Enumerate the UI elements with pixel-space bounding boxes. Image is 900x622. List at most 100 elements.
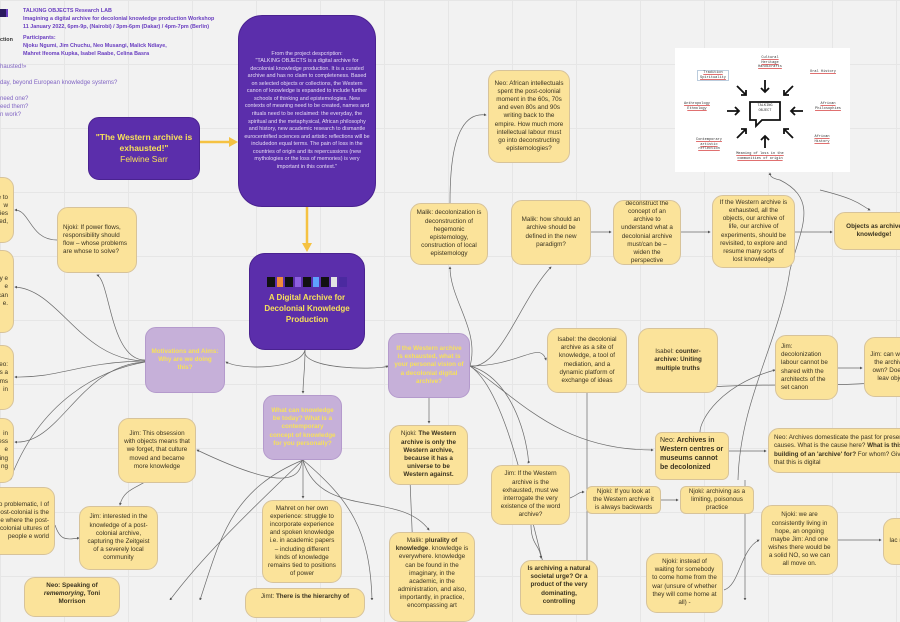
note-jim-labour[interactable]: Jim: decolonization labour cannot be sha… <box>775 335 838 400</box>
topic-motivations[interactable]: Motivations and Aims: Why are we doing t… <box>145 327 225 393</box>
note-objects-archive[interactable]: Objects as archive knowledge! <box>834 212 900 250</box>
topic-knowledge[interactable]: What can knowledge be today? What is a c… <box>263 395 342 460</box>
note-text: Njoki: If you look at the Western archiv… <box>593 487 654 512</box>
project-description-node[interactable]: From the project despcription: "TALKING … <box>238 15 376 207</box>
note-partial[interactable]: Neo: as a ms in <box>0 345 14 410</box>
note-text: Njoki: we are consistently living in hop… <box>768 511 831 568</box>
side-text: day, beyond European knowledge systems? <box>0 80 118 86</box>
note-text: Neo: <box>660 437 677 444</box>
note-text: The Western archive is only the Western … <box>401 430 457 479</box>
speech-bubble-arrows-icon <box>727 80 803 148</box>
topic-label: What can knowledge be today? What is a c… <box>269 407 336 447</box>
sketch-label: Tradition Spirituality <box>697 70 729 82</box>
note-text: Jim: decolonization labour cannot be sha… <box>781 342 828 391</box>
note-neo-centres[interactable]: Neo: Archives in Western centres or muse… <box>655 432 729 480</box>
sketch-label: Anthropology Ethnology <box>684 102 710 111</box>
note-njoki-waiting[interactable]: Njoki: instead of waiting for somebody t… <box>646 553 723 613</box>
note-if-exhausted[interactable]: If the Western archive is exhausted, all… <box>712 195 795 268</box>
description-text: "TALKING OBJECTS is a digital archive fo… <box>244 58 370 170</box>
note-jim-can-we[interactable]: Jim: can we from the archive an own? Doe… <box>864 337 900 397</box>
side-text: hausted!» <box>0 64 27 70</box>
note-text: Isabel: the decolonial archive as a site… <box>557 335 617 384</box>
note-njoki-western-only[interactable]: Njoki: The Western archive is only the W… <box>389 425 468 485</box>
note-partial[interactable]: in ess e king ng <box>0 418 14 483</box>
sketch-center-label: TALKING OBJECT <box>757 104 773 113</box>
sketch-label: Oral History <box>810 70 836 74</box>
note-text: Jim: This obsession with objects means t… <box>124 430 190 470</box>
note-njoki-power[interactable]: Njoki: If power flows, responsibility sh… <box>57 207 137 273</box>
note-text: Neo: Archives domesticate the past for p… <box>774 434 900 450</box>
note-text: Jim: interested in the knowledge of a po… <box>87 513 150 562</box>
note-partial[interactable]: s so problematic, I of post-colonial is … <box>0 487 55 555</box>
note-malik-plurality[interactable]: Malik: plurality of knowledge. knowledge… <box>389 532 475 622</box>
quote-node[interactable]: "The Western archive is exhausted!" Felw… <box>88 117 200 180</box>
note-isabel-site[interactable]: Isabel: the decolonial archive as a site… <box>547 328 627 393</box>
topic-vision[interactable]: If the Western archive is exhausted, wha… <box>388 333 470 398</box>
note-malik-decolonization[interactable]: Malik: decolonization is deconstruction … <box>410 203 488 265</box>
note-partial[interactable]: n y e e can e. <box>0 250 14 333</box>
sketch-label: Cultural Heritage Handicrafts <box>758 56 782 70</box>
note-text: Neo: as a ms in <box>0 361 8 393</box>
note-mahret[interactable]: Mahret on her own experience: struggle t… <box>262 500 342 583</box>
topic-label: Motivations and Aims: Why are we doing t… <box>151 347 219 372</box>
note-text: Jim: can we from the archive an own? Doe… <box>870 350 900 383</box>
side-text: eed them? <box>0 104 29 110</box>
note-is-archiving[interactable]: Is archiving a natural societal urge? Or… <box>520 560 598 615</box>
participants-line-1: Njoku Ngumi, Jim Chuchu, Neo Musangi, Ma… <box>23 42 167 49</box>
note-text: Jimt: <box>260 593 276 600</box>
note-text: Objects as archive knowledge! <box>846 222 900 238</box>
note-text: Malik: decolonization is deconstruction … <box>416 209 482 258</box>
sketch-label: African Philosophies <box>815 102 841 111</box>
note-text: Malik: how should an archive should be d… <box>521 216 581 248</box>
main-title-node[interactable]: A Digital Archive for Decolonial Knowled… <box>249 253 365 350</box>
note-jim-interrogate[interactable]: Jim: If the Western archive is the exhau… <box>491 465 570 525</box>
participants-line-2: Mahret Ifeoma Kupka, Isabel Raabe, Celin… <box>23 50 150 57</box>
sketch-label: Meaning of loss in the communities of or… <box>736 152 784 161</box>
participants: Participants: Njoku Ngumi, Jim Chuchu, N… <box>23 35 167 58</box>
note-isabel-counter[interactable]: Isabel: counter-archive: Uniting multipl… <box>638 328 718 393</box>
note-partial[interactable]: e to w gies ed, <box>0 177 14 243</box>
talking-objects-logo <box>267 277 347 288</box>
note-text: For whom? Given that this is digital <box>774 450 900 466</box>
sketch-label: Contemporary artistic reflection <box>696 138 722 152</box>
note-neo-rememory[interactable]: Neo: Speaking of rememorying, Toni Morri… <box>24 577 120 617</box>
note-jimt[interactable]: Jimt: There is the hierarchy of <box>245 588 365 618</box>
note-text: Njoki: archiving as a limiting, poisonou… <box>688 487 746 512</box>
participants-label: Participants: <box>23 35 56 41</box>
note-njoki-backwards[interactable]: Njoki: If you look at the Western archiv… <box>586 486 661 514</box>
note-jim-obsession[interactable]: Jim: This obsession with objects means t… <box>118 418 196 483</box>
note-neo-domesticate[interactable]: Neo: Archives domesticate the past for p… <box>768 428 900 473</box>
note-jim-interested[interactable]: Jim: interested in the knowledge of a po… <box>79 506 158 570</box>
note-njoki-poisonous[interactable]: Njoki: archiving as a limiting, poisonou… <box>680 486 754 514</box>
note-text: in ess e king ng <box>0 430 8 470</box>
note-text: Njoki: If power flows, responsibility sh… <box>63 223 128 256</box>
note-text: deconstruct the concept of an archive to… <box>621 200 673 265</box>
note-neo-african[interactable]: Neo: African intellectuals spent the pos… <box>488 70 570 163</box>
description-heading: From the project despcription: <box>271 50 343 57</box>
note-text: Neo: African intellectuals spent the pos… <box>494 79 564 153</box>
note-text: rememorying <box>43 590 84 598</box>
talking-object-sketch-image[interactable]: Cultural Heritage Handicrafts Tradition … <box>675 48 850 172</box>
quote-author: Felwine Sarr <box>120 154 168 165</box>
quote-text: "The Western archive is exhausted!" <box>95 131 193 153</box>
note-text: Njoki: <box>400 430 419 438</box>
main-title: A Digital Archive for Decolonial Knowled… <box>264 293 350 324</box>
note-text: Jim: If the Western archive is the exhau… <box>500 470 561 519</box>
workshop-title: Imagining a digital archive for decoloni… <box>23 15 215 22</box>
side-text: need one? <box>0 96 29 102</box>
workshop-header: TALKING OBJECTS Research LAB Imagining a… <box>23 8 214 31</box>
note-partial[interactable]: lac n inno <box>883 518 900 565</box>
sketch-label: African History <box>814 135 830 144</box>
note-text: s so problematic, I of post-colonial is … <box>0 500 49 541</box>
note-text: e to w gies ed, <box>0 193 8 226</box>
note-text: Neo: Speaking of <box>46 582 98 589</box>
note-njoki-hope[interactable]: Njoki: we are consistently living in hop… <box>761 505 838 575</box>
note-text: Archives in Western centres or museums c… <box>660 437 724 472</box>
section-label: ction <box>0 37 13 43</box>
note-deconstruct[interactable]: deconstruct the concept of an archive to… <box>613 200 681 265</box>
lab-name: TALKING OBJECTS Research LAB <box>23 8 112 14</box>
note-malik-how[interactable]: Malik: how should an archive should be d… <box>511 200 591 265</box>
topic-label: If the Western archive is exhausted, wha… <box>394 345 464 385</box>
note-text: If the Western archive is exhausted, all… <box>719 198 788 264</box>
side-text: n work? <box>0 112 22 118</box>
